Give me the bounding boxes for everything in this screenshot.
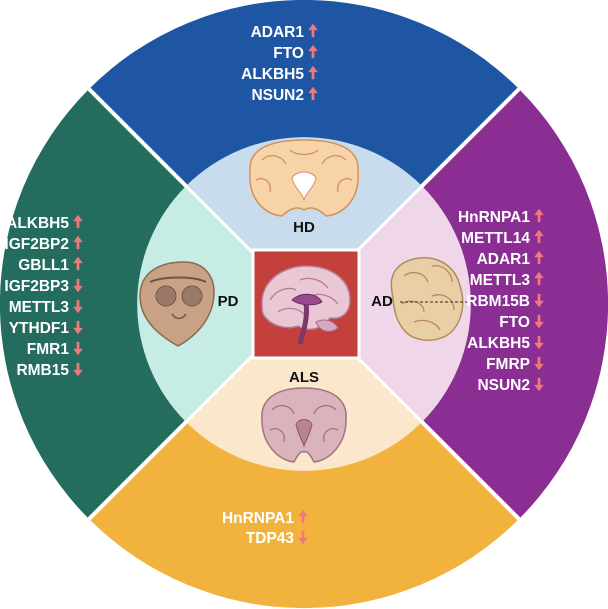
gene-name: IGF2BP2: [4, 236, 69, 253]
gene-name: HnRNPA1: [222, 510, 294, 527]
gene-row: HnRNPA1: [222, 509, 308, 527]
gene-row: IGF2BP2: [4, 235, 83, 253]
gene-name: GBLL1: [18, 257, 69, 274]
gene-row: RMB15: [16, 362, 83, 379]
gene-row: RBM15B: [466, 293, 544, 310]
gene-name: FTO: [273, 45, 304, 62]
up-arrow-icon: [534, 229, 544, 244]
down-arrow-icon: [73, 341, 83, 356]
gene-row: GBLL1: [18, 256, 83, 274]
down-arrow-icon: [534, 356, 544, 371]
down-arrow-icon: [73, 299, 83, 314]
gene-row: FTO: [273, 44, 318, 62]
up-arrow-icon: [534, 271, 544, 286]
pd-inner-segment: [137, 186, 304, 422]
gene-row: FTO: [499, 314, 544, 331]
gene-name: RMB15: [16, 362, 69, 379]
pd-label: PD: [218, 293, 239, 310]
gene-row: ALKBH5: [241, 65, 318, 83]
up-arrow-icon: [534, 208, 544, 223]
gene-row: HnRNPA1: [458, 208, 544, 226]
gene-name: ALKBH5: [241, 66, 304, 83]
sagittal-brain-icon: [261, 265, 351, 345]
pd-midbrain-icon: [139, 261, 215, 347]
up-arrow-icon: [73, 214, 83, 229]
gene-name: TDP43: [246, 530, 295, 547]
gene-row: FMR1: [27, 341, 83, 358]
gene-row: ALKBH5: [467, 335, 544, 352]
down-arrow-icon: [73, 278, 83, 293]
down-arrow-icon: [534, 293, 544, 308]
gene-row: NSUN2: [477, 377, 544, 394]
up-arrow-icon: [73, 235, 83, 250]
als-label: ALS: [289, 369, 319, 386]
gene-row: IGF2BP3: [4, 278, 83, 295]
gene-name: RBM15B: [466, 293, 530, 310]
gene-name: FTO: [499, 314, 530, 331]
gene-row: ADAR1: [477, 250, 544, 268]
hd-label: HD: [293, 219, 315, 236]
gene-name: IGF2BP3: [4, 278, 69, 295]
gene-row: YTHDF1: [9, 320, 83, 337]
pd-gene-list: ALKBH5IGF2BP2GBLL1IGF2BP3METTL3YTHDF1FMR…: [4, 214, 83, 379]
gene-row: METTL14: [461, 229, 544, 247]
gene-name: METTL3: [9, 299, 70, 316]
up-arrow-icon: [298, 509, 308, 524]
als-coronal-brain-icon: [261, 387, 347, 463]
gene-name: ADAR1: [477, 251, 531, 268]
hd-inner-segment: [186, 137, 422, 304]
down-arrow-icon: [534, 335, 544, 350]
gene-name: NSUN2: [477, 377, 530, 394]
gene-row: FMRP: [486, 356, 544, 373]
down-arrow-icon: [73, 362, 83, 377]
ad-inner-segment: [304, 186, 471, 422]
gene-name: METTL14: [461, 230, 530, 247]
gene-name: NSUN2: [251, 87, 304, 104]
gene-name: FMR1: [27, 341, 70, 358]
down-arrow-icon: [534, 314, 544, 329]
up-arrow-icon: [534, 250, 544, 265]
gene-row: ALKBH5: [6, 214, 83, 232]
down-arrow-icon: [534, 377, 544, 392]
ad-label: AD: [371, 293, 393, 310]
gene-name: ALKBH5: [467, 335, 530, 352]
gene-row: METTL3: [9, 299, 83, 316]
gene-name: ALKBH5: [6, 215, 69, 232]
gene-row: METTL3: [470, 271, 544, 289]
gene-name: FMRP: [486, 356, 530, 373]
ad-lateral-brain-icon: [390, 257, 468, 342]
up-arrow-icon: [73, 256, 83, 271]
up-arrow-icon: [308, 44, 318, 59]
gene-name: HnRNPA1: [458, 209, 530, 226]
gene-name: METTL3: [470, 272, 531, 289]
gene-name: ADAR1: [251, 24, 305, 41]
gene-name: YTHDF1: [9, 320, 70, 337]
up-arrow-icon: [308, 23, 318, 38]
down-arrow-icon: [298, 530, 308, 545]
hd-coronal-brain-icon: [249, 139, 359, 217]
gene-row: NSUN2: [251, 86, 318, 104]
down-arrow-icon: [73, 320, 83, 335]
up-arrow-icon: [308, 65, 318, 80]
gene-row: TDP43: [246, 530, 308, 547]
up-arrow-icon: [308, 86, 318, 101]
gene-row: ADAR1: [251, 23, 318, 41]
